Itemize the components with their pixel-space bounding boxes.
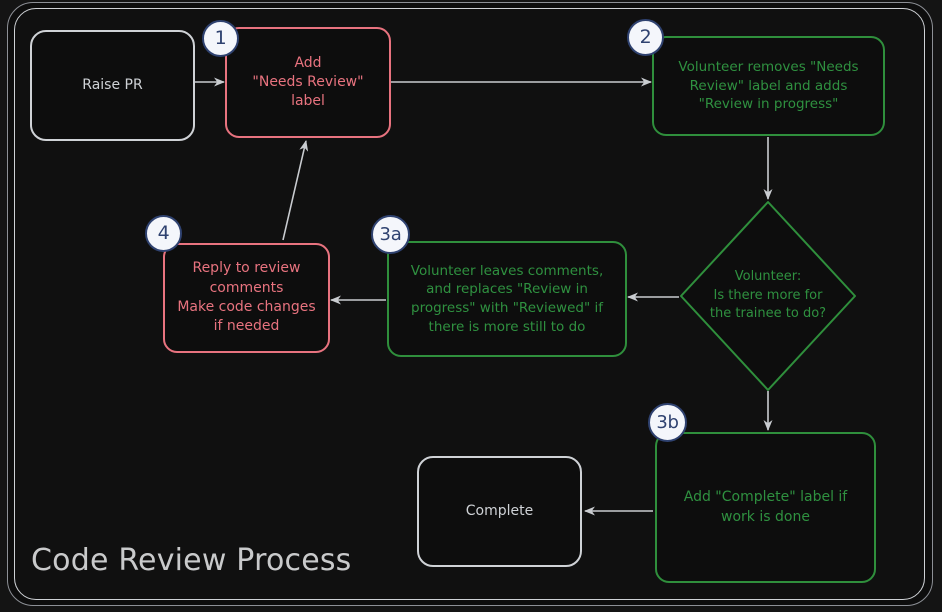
step-badge-3a-label: 3a (379, 223, 402, 245)
node-step-1-label: Add"Needs Review"label (252, 54, 364, 110)
step-badge-2[interactable]: 2 (627, 19, 664, 56)
node-complete[interactable]: Complete (417, 456, 582, 567)
step-badge-4[interactable]: 4 (145, 215, 182, 252)
node-step-3a-label: Volunteer leaves comments,and replaces "… (410, 262, 604, 335)
node-raise-pr[interactable]: Raise PR (30, 30, 195, 141)
step-badge-4-label: 4 (157, 222, 170, 244)
step-badge-1-label: 1 (214, 27, 227, 49)
step-badge-3b[interactable]: 3b (648, 403, 687, 442)
page-title: Code Review Process (31, 543, 352, 578)
node-step-3a[interactable]: Volunteer leaves comments,and replaces "… (387, 241, 627, 357)
node-step-1[interactable]: Add"Needs Review"label (225, 27, 391, 138)
step-badge-2-label: 2 (639, 26, 652, 48)
node-raise-pr-label: Raise PR (82, 76, 143, 93)
step-badge-1[interactable]: 1 (202, 20, 239, 57)
decision-diamond-shape (680, 201, 856, 391)
step-badge-3a[interactable]: 3a (371, 215, 410, 254)
step-badge-3b-label: 3b (656, 411, 679, 433)
node-complete-label: Complete (465, 502, 534, 519)
